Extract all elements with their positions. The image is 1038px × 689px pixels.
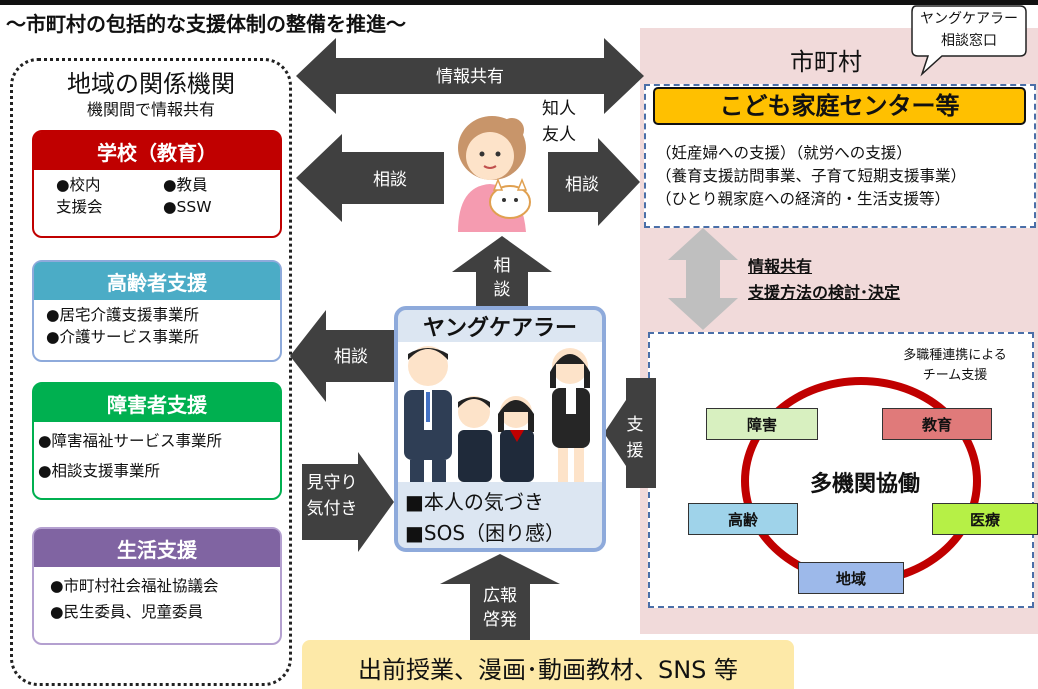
consult-right-arrow <box>548 138 640 226</box>
outreach-band <box>302 640 794 689</box>
outreach-text: 出前授業、漫画･動画教材、SNS 等 <box>357 656 739 684</box>
top-rule <box>0 0 1038 5</box>
watch-arrow <box>302 452 394 552</box>
municipality-heading: 市町村 <box>790 48 862 76</box>
consult-up-label: 相 談 <box>476 254 528 302</box>
share-label-line: 支援方法の検討･決定 <box>748 283 901 302</box>
org-elderly-item: ●介護サービス事業所 <box>46 328 200 346</box>
support-arrow <box>604 378 656 488</box>
young-carer-item: ■本人の気づき <box>405 490 544 514</box>
pr-label-line: 啓発 <box>483 610 517 630</box>
pr-label: 広報 啓発 <box>460 584 540 632</box>
org-school-item: 支援会 <box>56 198 103 216</box>
consult-up-char: 談 <box>493 280 511 300</box>
org-disability[interactable]: 障害者支援 ●障害福祉サービス事業所 ●相談支援事業所 <box>32 382 282 500</box>
young-carer-item: ■SOS（困り感） <box>405 521 566 545</box>
young-carer-title: ヤングケアラー <box>422 316 577 341</box>
org-elderly[interactable]: 高齢者支援 ●居宅介護支援事業所 ●介護サービス事業所 <box>32 260 282 362</box>
node-medical[interactable]: 医療 <box>932 503 1038 535</box>
consult-up-char: 相 <box>493 256 511 276</box>
page-title: ～市町村の包括的な支援体制の整備を推進～ <box>6 12 406 36</box>
support-char: 支 <box>626 415 644 435</box>
young-carer-items: ■本人の気づき ■SOS（困り感） <box>405 487 565 549</box>
watch-label-line: 気付き <box>306 499 358 519</box>
consult-yc-label: 相談 <box>334 347 368 367</box>
info-share-label: 情報共有 <box>436 67 504 87</box>
consult-up-arrow <box>452 236 552 308</box>
family-center-title[interactable]: こども家庭センター等 <box>653 87 1026 125</box>
friend-label-line: 知人 <box>542 99 576 119</box>
friend-label-line: 友人 <box>542 125 576 145</box>
pr-arrow <box>440 554 560 642</box>
org-school-item: ●SSW <box>163 198 212 216</box>
org-school-item: ●校内 <box>56 176 101 194</box>
org-elderly-title: 高齢者支援 <box>34 262 280 300</box>
org-livelihood-title: 生活支援 <box>34 529 280 567</box>
team-label-line: 多職種連携による <box>903 348 1007 363</box>
consult-left-arrow <box>296 134 444 222</box>
org-disability-title: 障害者支援 <box>34 384 280 422</box>
callout-line: ヤングケアラー <box>920 11 1018 27</box>
org-livelihood[interactable]: 生活支援 ●市町村社会福祉協議会 ●民生委員、児童委員 <box>32 527 282 645</box>
org-school-title: 学校（教育） <box>34 132 280 170</box>
friend-with-cat-icon <box>458 116 531 232</box>
share-decision-label: 情報共有 支援方法の検討･決定 <box>748 254 900 306</box>
team-support-label: 多職種連携による チーム支援 <box>880 346 1030 386</box>
callout-shape <box>911 5 1027 77</box>
node-community[interactable]: 地域 <box>798 562 904 594</box>
org-school[interactable]: 学校（教育） ●校内 ●教員 支援会 ●SSW <box>32 130 282 238</box>
support-label: 支 援 <box>618 412 652 464</box>
consultation-desk-callout[interactable]: ヤングケアラー 相談窓口 <box>912 8 1026 52</box>
watch-label: 見守り 気付き <box>304 470 360 522</box>
org-disability-item: ●相談支援事業所 <box>38 462 161 480</box>
multi-agency-label: 多機関協働 <box>809 472 920 497</box>
family-center-services: （妊産婦への支援）（就労への支援） （養育支援訪問事業、子育て短期支援事業） （… <box>656 142 966 211</box>
node-disability[interactable]: 障害 <box>706 408 818 440</box>
info-share-arrow <box>296 38 644 114</box>
watch-label-line: 見守り <box>306 473 358 493</box>
pr-label-line: 広報 <box>483 586 517 606</box>
service-line: （養育支援訪問事業、子育て短期支援事業） <box>656 167 967 185</box>
team-label-line: チーム支援 <box>922 368 988 383</box>
org-school-item: ●教員 <box>163 176 208 194</box>
org-livelihood-item: ●市町村社会福祉協議会 <box>50 577 219 595</box>
node-education[interactable]: 教育 <box>882 408 992 440</box>
share-label-line: 情報共有 <box>748 257 813 276</box>
double-arrow-icon <box>668 228 738 330</box>
service-line: （ひとり親家庭への経済的・生活支援等） <box>656 190 951 208</box>
regional-agencies-region <box>10 58 292 686</box>
friend-label: 知人 友人 <box>542 96 576 148</box>
regional-agencies-subheading: 機関間で情報共有 <box>86 100 215 119</box>
consult-yc-arrow <box>290 310 394 402</box>
consult-left-label: 相談 <box>373 170 407 190</box>
org-livelihood-item: ●民生委員、児童委員 <box>50 603 204 621</box>
org-disability-item: ●障害福祉サービス事業所 <box>38 432 223 450</box>
young-carers-group-icon <box>404 346 590 482</box>
service-line: （妊産婦への支援）（就労への支援） <box>656 144 912 162</box>
callout-line: 相談窓口 <box>941 33 997 49</box>
support-char: 援 <box>626 441 644 461</box>
consult-right-label: 相談 <box>565 175 599 195</box>
org-elderly-item: ●居宅介護支援事業所 <box>46 306 200 324</box>
regional-agencies-heading: 地域の関係機関 <box>67 70 235 98</box>
node-elderly[interactable]: 高齢 <box>688 503 798 535</box>
